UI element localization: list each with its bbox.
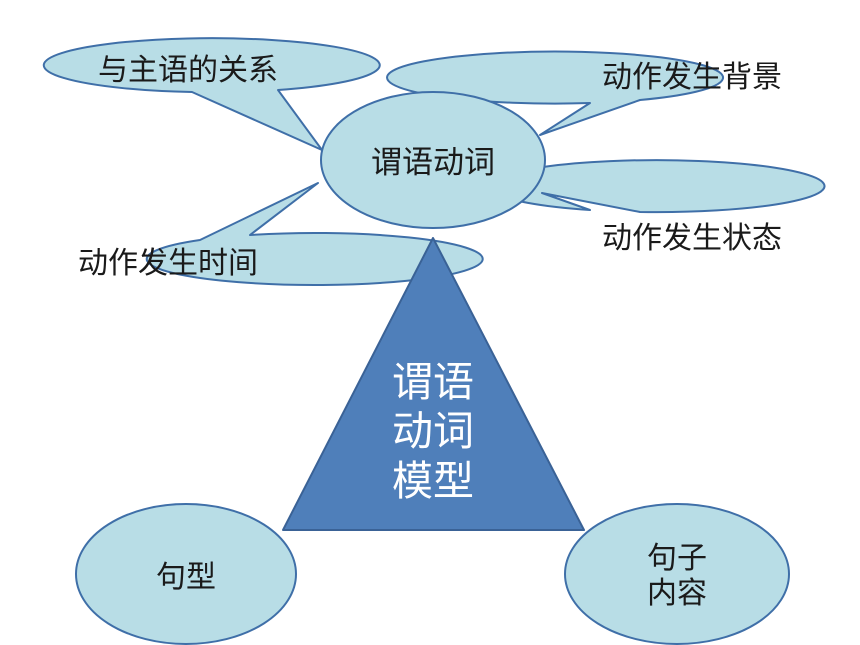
center-node-label: 谓语动词 xyxy=(371,144,495,181)
triangle-label: 谓语 动词 模型 xyxy=(358,352,508,512)
callout-action-background-label: 动作发生背景 xyxy=(602,60,782,95)
sentence-content-node-shape xyxy=(564,503,790,645)
model-triangle-shape xyxy=(282,237,585,531)
callout-action-time-label: 动作发生时间 xyxy=(78,246,258,281)
triangle-line-3: 模型 xyxy=(392,456,474,505)
sentence-content-label: 句子 内容 xyxy=(617,534,737,618)
callout-subject-relation-label: 与主语的关系 xyxy=(98,53,278,88)
triangle-line-1: 谓语 xyxy=(392,358,474,407)
callout-subject-relation-shape xyxy=(42,37,381,151)
sentence-content-line-1: 句子 xyxy=(647,540,707,576)
triangle-line-2: 动词 xyxy=(392,407,474,456)
sentence-pattern-node-shape xyxy=(75,503,297,645)
sentence-pattern-label: 句型 xyxy=(156,560,216,595)
sentence-content-line-2: 内容 xyxy=(647,576,707,611)
center-node-shape xyxy=(320,91,546,229)
callout-action-state-label: 动作发生状态 xyxy=(602,221,782,256)
